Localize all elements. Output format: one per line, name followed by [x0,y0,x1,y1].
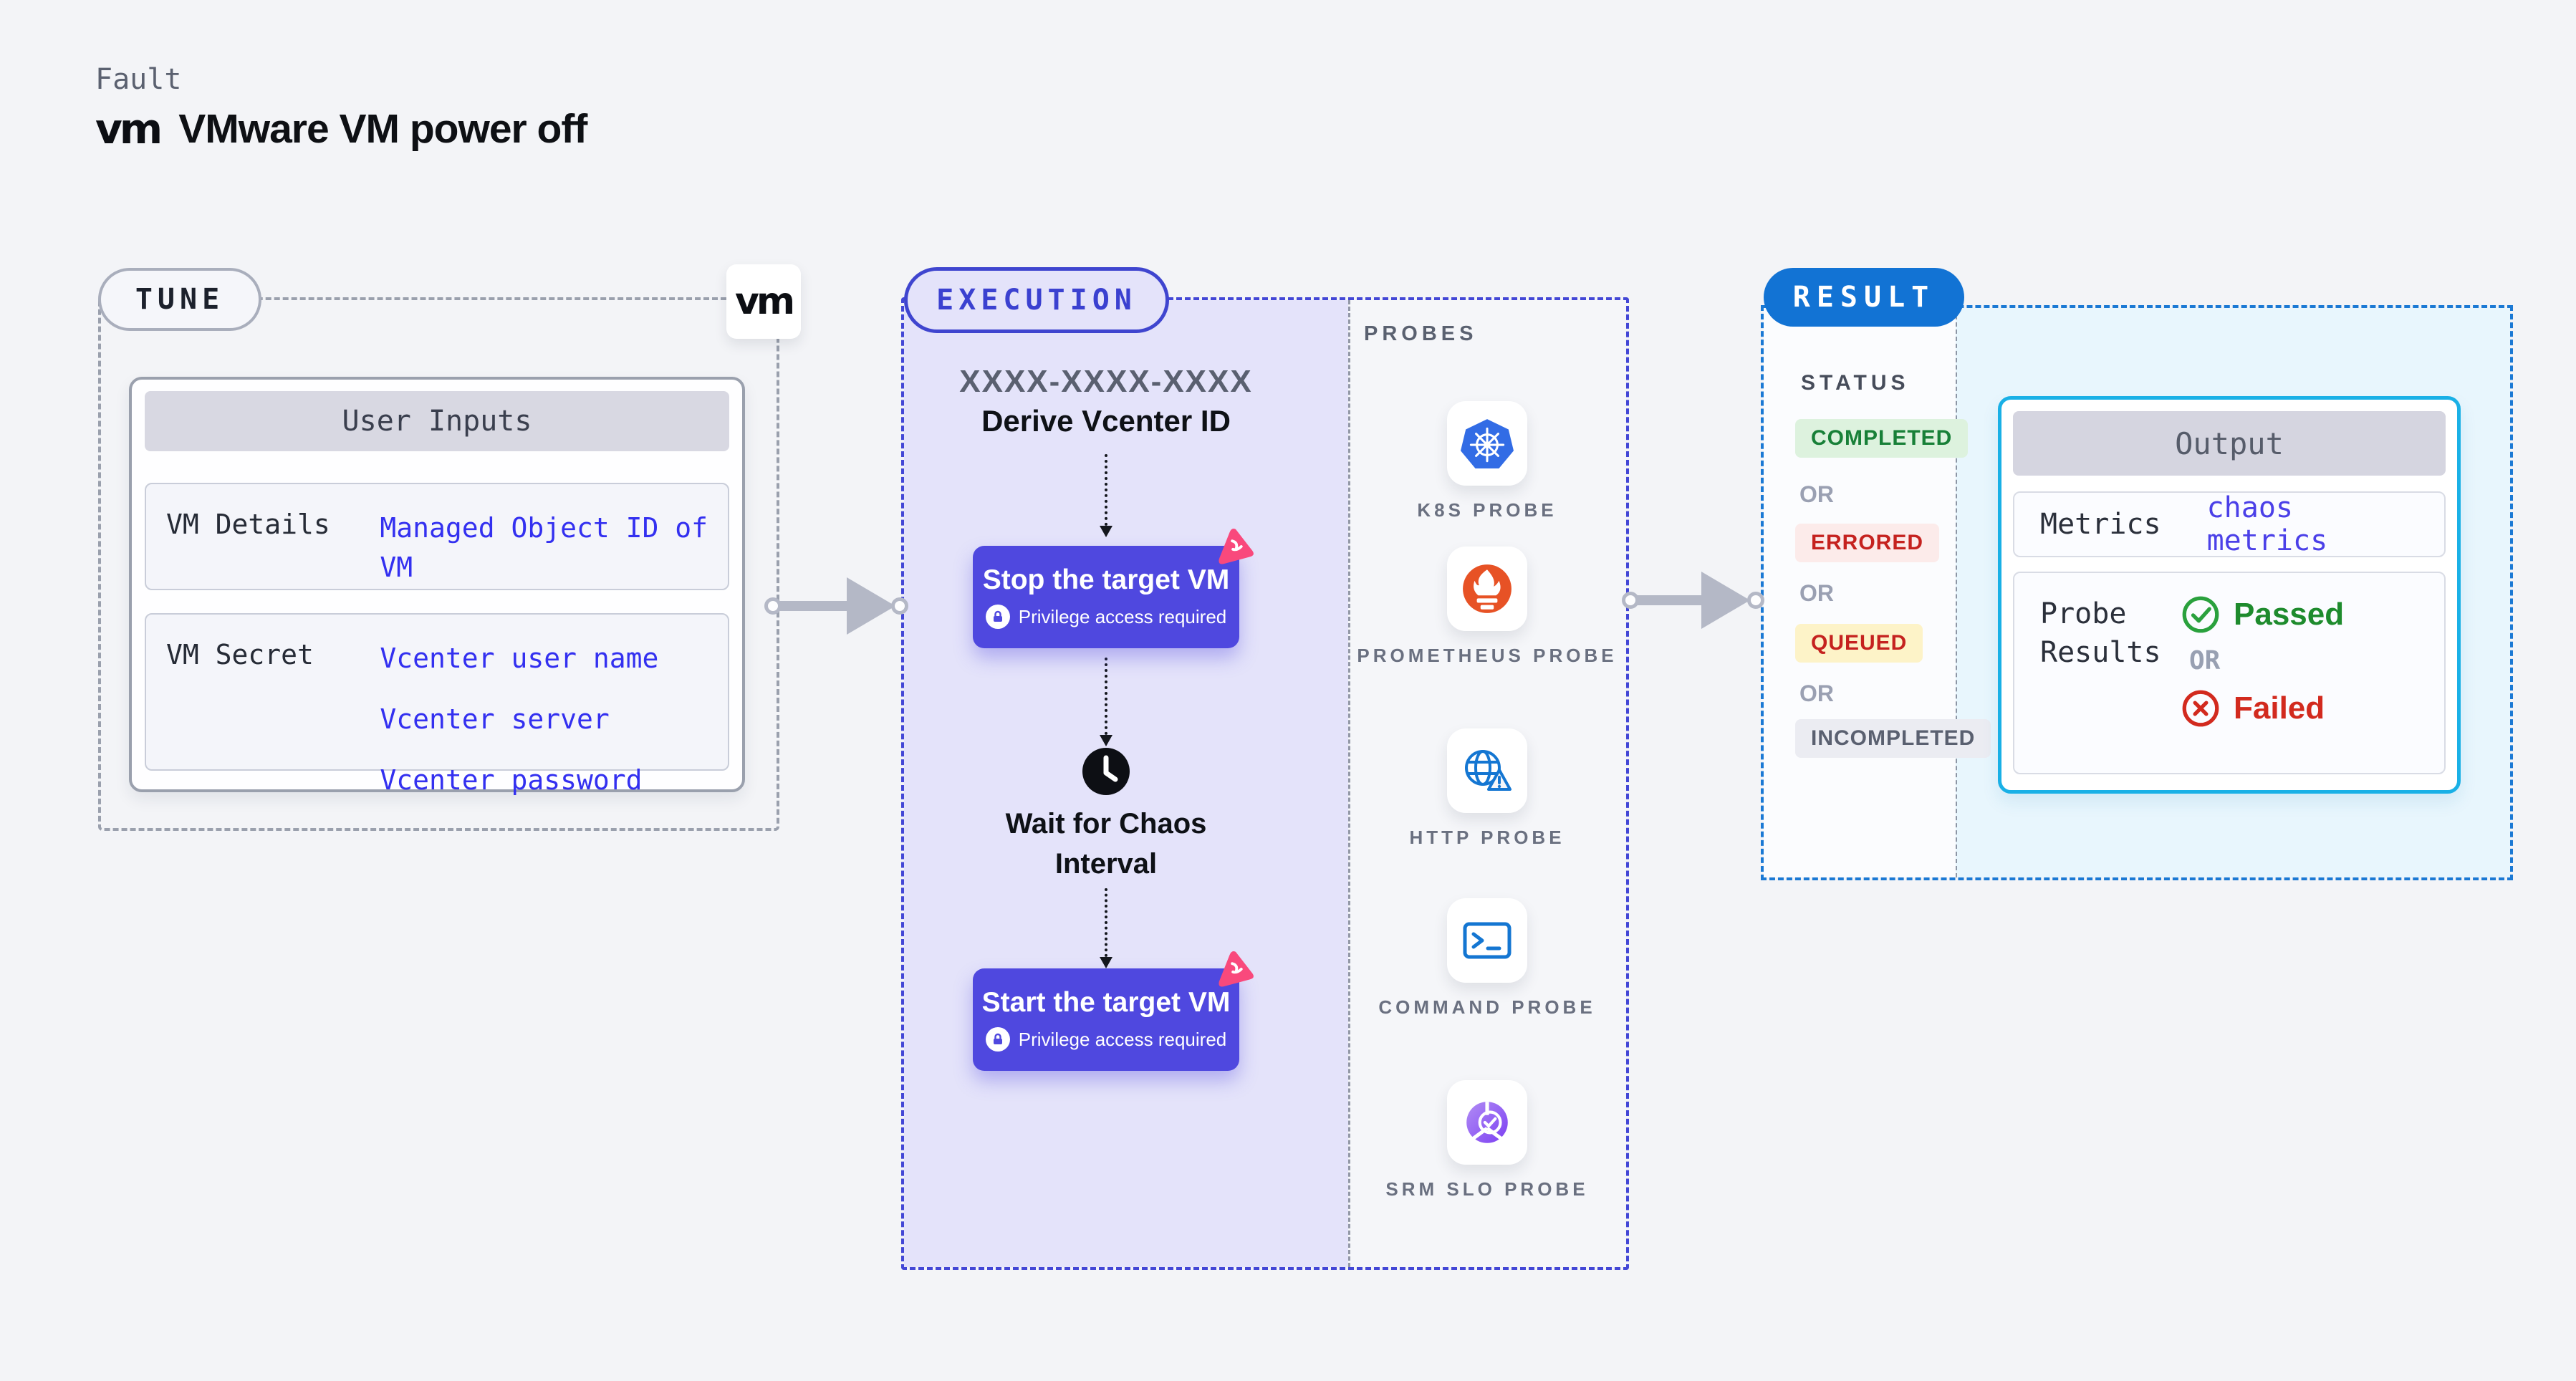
vmware-logo-small: vm [734,280,795,323]
down-arrow-icon [1100,658,1112,746]
tune-section [98,297,779,831]
step-title: Start the target VM [981,987,1231,1018]
row-value: Managed Object ID of VM [380,512,708,584]
execution-pill: EXECUTION [904,267,1169,333]
probe-label: COMMAND PROBE [1378,996,1596,1018]
or-separator: OR [1799,481,1834,507]
row-value: Vcenter user name Vcenter server Vcenter… [380,639,708,796]
http-globe-warning-icon [1465,750,1512,791]
page-title: VMware VM power off [178,106,587,152]
probe-label: K8S PROBE [1417,499,1557,521]
or-separator: OR [1799,680,1834,706]
secret-value: Vcenter user name [380,643,659,674]
probe-prometheus[interactable]: PROMETHEUS PROBE [1345,547,1629,670]
connector-dot [891,597,908,615]
connector-dot [1622,592,1639,609]
result-pill: RESULT [1764,268,1964,327]
user-inputs-card: User Inputs VM Details Managed Object ID… [129,377,745,796]
output-card: Output Metrics chaos metrics Probe Resul… [1998,396,2461,794]
status-badge-completed: COMPLETED [1795,419,1969,458]
derive-id-code: XXXX-XXXX-XXXX [959,364,1253,399]
vmware-logo: vm [95,105,163,153]
probe-results-row: Probe Results Passed OR Failed [2013,572,2446,774]
or-separator: OR [2189,646,2221,675]
x-circle-icon [2182,690,2219,727]
status-badge-queued: QUEUED [1795,624,1923,663]
step-title: Stop the target VM [982,564,1230,595]
output-header: Output [2013,411,2446,476]
kubernetes-icon [1461,419,1514,468]
status-heading: STATUS [1801,371,1910,395]
litmus-chaos-icon [1219,951,1254,987]
litmus-chaos-icon [1219,529,1254,564]
down-arrow-icon [1100,454,1112,537]
metrics-value: chaos metrics [2206,491,2328,557]
page-header: vm VMware VM power off [95,105,587,153]
connector-dot [1747,592,1764,609]
terminal-icon [1463,922,1512,959]
clock-icon [1082,748,1130,795]
secret-value: Vcenter password [380,764,643,797]
derive-vcenter-step: Derive Vcenter ID [981,404,1231,438]
probe-command[interactable]: COMMAND PROBE [1345,898,1629,1021]
table-row: VM Secret Vcenter user name Vcenter serv… [145,613,729,796]
metrics-label: Metrics [2040,508,2161,541]
start-target-vm-step[interactable]: Start the target VM Privilege access req… [973,968,1239,1071]
failed-label: Failed [2234,690,2325,726]
flow-arrow-head-icon [847,577,895,635]
probe-label: PROMETHEUS PROBE [1357,645,1618,666]
probe-results-label: Probe Results [2040,597,2161,669]
row-label: VM Secret [166,639,314,670]
table-row: VM Details Managed Object ID of VM [145,483,729,590]
result-status-panel [1764,308,1956,877]
lock-icon [985,1027,1010,1052]
probe-label: SRM SLO PROBE [1385,1178,1589,1200]
fault-kicker: Fault [95,63,182,96]
or-separator: OR [1799,580,1834,606]
probes-heading: PROBES [1364,322,1478,345]
check-circle-icon [2182,596,2219,633]
user-inputs-header: User Inputs [145,391,729,451]
vmware-badge-card: vm [726,264,801,339]
flow-arrow [1637,595,1703,605]
flow-arrow-head-icon [1701,572,1750,629]
secret-value: Vcenter server [380,703,610,736]
metrics-row: Metrics chaos metrics [2013,491,2446,557]
slo-donut-check-icon [1466,1102,1508,1143]
flow-arrow [779,601,848,611]
status-badge-errored: ERRORED [1795,524,1940,562]
wait-chaos-interval-step: Wait for Chaos Interval [1005,808,1207,880]
privilege-note: Privilege access required [1018,605,1227,627]
connector-dot [764,597,782,615]
passed-label: Passed [2234,597,2345,632]
probe-srm-slo[interactable]: SRM SLO PROBE [1345,1080,1629,1203]
prometheus-icon [1463,564,1512,613]
probe-label: HTTP PROBE [1409,827,1565,848]
stop-target-vm-step[interactable]: Stop the target VM Privilege access requ… [973,546,1239,648]
probe-k8s[interactable]: K8S PROBE [1345,401,1629,524]
probe-http[interactable]: HTTP PROBE [1345,728,1629,852]
row-label: VM Details [166,509,330,540]
status-badge-incompleted: INCOMPLETED [1795,719,1991,758]
down-arrow-icon [1100,888,1112,968]
privilege-note: Privilege access required [1018,1028,1227,1050]
tune-pill: TUNE [98,268,261,331]
lock-icon [985,605,1010,629]
